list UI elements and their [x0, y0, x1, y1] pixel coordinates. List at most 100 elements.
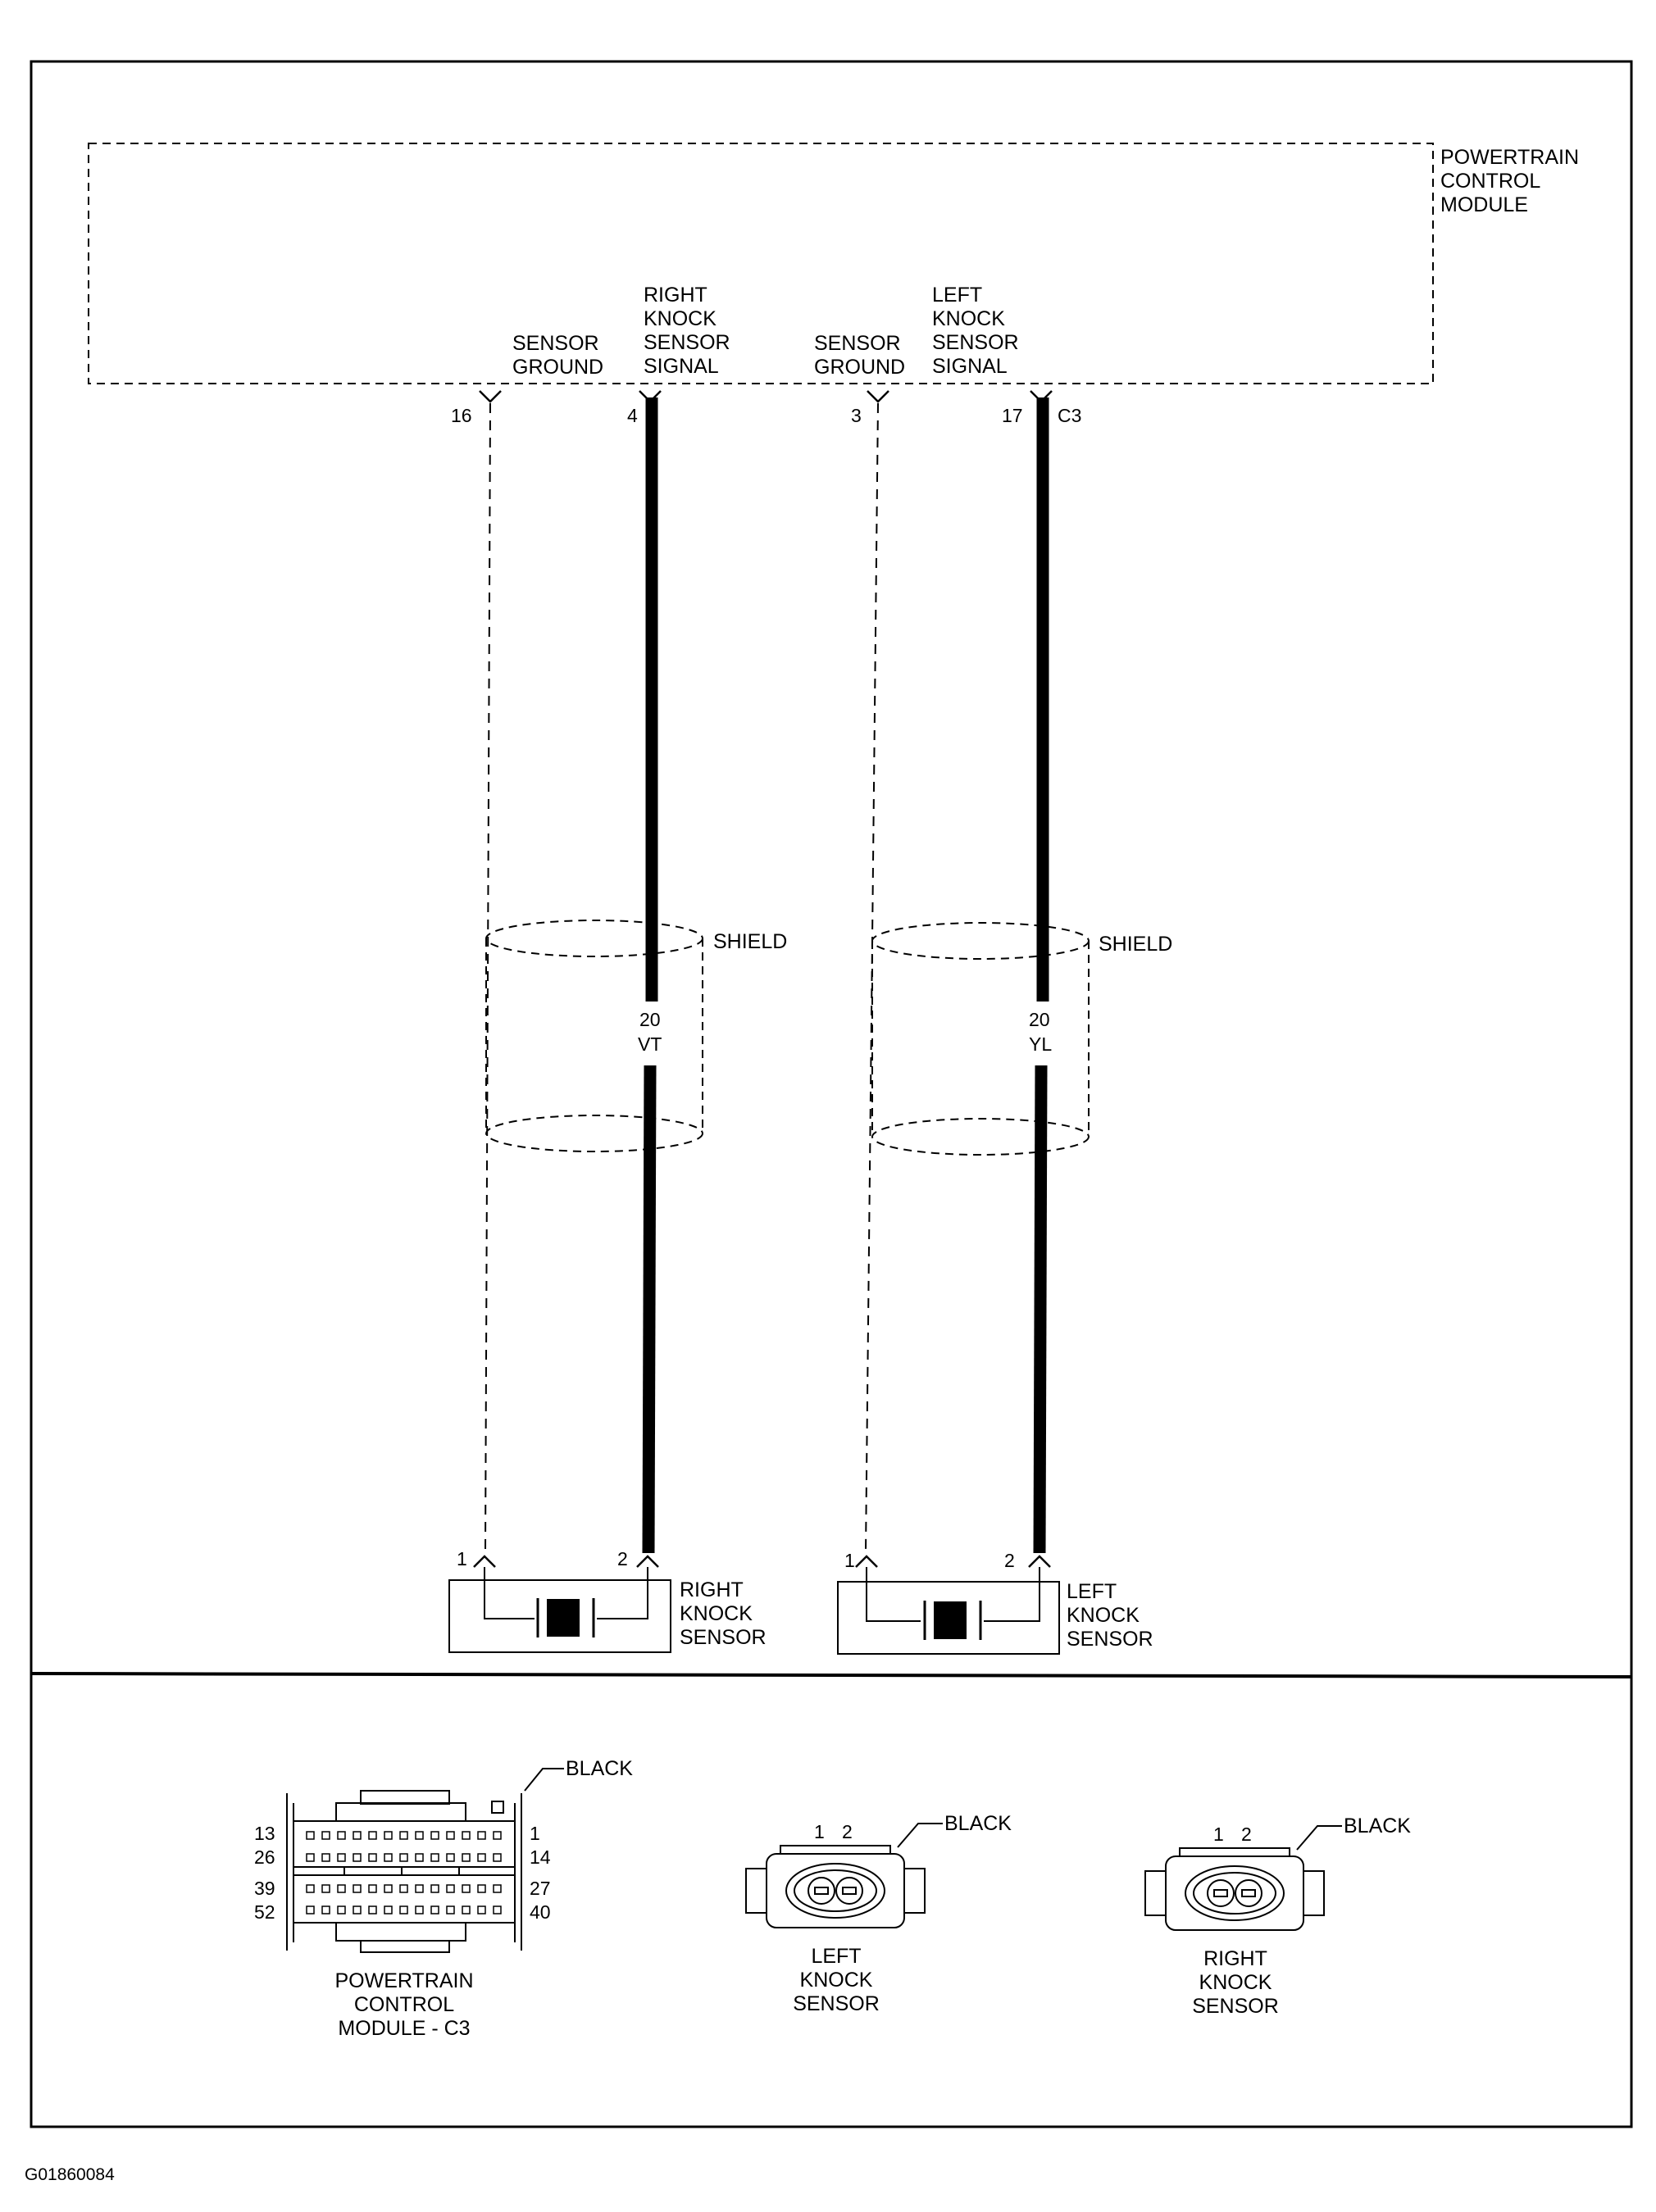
pcm-c3-right-pin-numbers: 1 14 27 40: [530, 1823, 551, 1923]
pcm-c3-connector-view: [286, 1790, 522, 1953]
pin-cavity: [306, 1853, 315, 1862]
pin-cavity: [337, 1905, 346, 1914]
pcm-pin-number-4: 4: [627, 405, 638, 426]
pin-cavity: [399, 1853, 408, 1862]
pcm-c3-pin-cavities: [306, 1831, 502, 1914]
pin-cavity: [462, 1853, 471, 1862]
svg-text:SENSOR: SENSOR: [644, 331, 730, 354]
pin-cavity: [462, 1831, 471, 1840]
svg-text:KNOCK: KNOCK: [680, 1602, 753, 1625]
pin-cavity: [353, 1831, 362, 1840]
svg-text:CONTROL: CONTROL: [354, 1993, 454, 2016]
pin-cavity: [399, 1884, 408, 1893]
pin-cavity: [399, 1905, 408, 1914]
pin-cavity: [384, 1905, 393, 1914]
figure-id: G01860084: [25, 2165, 115, 2184]
left-sensor-pin-2: 2: [1004, 1550, 1015, 1571]
svg-text:SIGNAL: SIGNAL: [932, 355, 1008, 378]
pin-cavity: [321, 1884, 330, 1893]
right-sensor-pin-1: 1: [457, 1548, 467, 1569]
pin-cavity: [446, 1831, 455, 1840]
svg-text:SENSOR: SENSOR: [512, 332, 599, 355]
left-sensor-pin-1: 1: [844, 1550, 855, 1571]
left-knock-sensor-connector-view: [745, 1845, 926, 1928]
pin-cavity: [446, 1884, 455, 1893]
pcm-pin-number-17: 17: [1002, 405, 1023, 426]
svg-text:KNOCK: KNOCK: [1067, 1604, 1140, 1627]
svg-text:KNOCK: KNOCK: [1199, 1971, 1272, 1994]
svg-text:LEFT: LEFT: [932, 284, 982, 307]
svg-text:SENSOR: SENSOR: [1192, 1995, 1279, 2018]
shield-left: [871, 922, 1090, 1156]
right-ks-connector-pin-1: 1: [1213, 1824, 1224, 1845]
pcm-c3-color-leader: [524, 1768, 564, 1792]
shield-left-label: SHIELD: [1099, 933, 1172, 956]
left-ks-connector-name: LEFT KNOCK SENSOR: [793, 1945, 880, 2015]
right-wire-gauge: 20: [639, 1009, 661, 1030]
right-ks-connector-name: RIGHT KNOCK SENSOR: [1192, 1947, 1279, 2018]
right-ks-color-leader: [1296, 1825, 1342, 1851]
pin-cavity: [321, 1831, 330, 1840]
pin-cavity: [477, 1853, 486, 1862]
pin-cavity: [368, 1905, 377, 1914]
pcm-pin-number-16: 16: [451, 405, 472, 426]
pin-cavity: [353, 1853, 362, 1862]
svg-text:GROUND: GROUND: [814, 356, 905, 379]
pin-cavity: [415, 1853, 424, 1862]
svg-text:MODULE - C3: MODULE - C3: [338, 2017, 470, 2040]
svg-text:52: 52: [254, 1901, 275, 1923]
svg-text:RIGHT: RIGHT: [680, 1578, 744, 1601]
shield-right: [485, 920, 703, 1152]
pin-cavity: [337, 1884, 346, 1893]
svg-text:14: 14: [530, 1846, 551, 1868]
pin-cavity: [415, 1905, 424, 1914]
pin-cavity: [430, 1905, 439, 1914]
right-knock-sensor-symbol: [448, 1567, 671, 1653]
pin-cavity: [306, 1884, 315, 1893]
svg-text:POWERTRAIN: POWERTRAIN: [1440, 146, 1579, 169]
pin-cavity: [462, 1905, 471, 1914]
pin-cavity: [306, 1905, 315, 1914]
pin-cavity: [337, 1853, 346, 1862]
svg-text:KNOCK: KNOCK: [800, 1969, 873, 1992]
svg-text:LEFT: LEFT: [1067, 1580, 1117, 1603]
pin-cavity: [477, 1905, 486, 1914]
left-ks-color-label: BLACK: [944, 1812, 1012, 1835]
svg-text:SENSOR: SENSOR: [814, 332, 901, 355]
pin-cavity: [430, 1884, 439, 1893]
right-knock-sensor-connector-view: [1144, 1847, 1325, 1931]
svg-text:SENSOR: SENSOR: [680, 1626, 767, 1649]
svg-text:SENSOR: SENSOR: [932, 331, 1019, 354]
sensor-ground-wire-right: [485, 402, 491, 1554]
right-wire-color: VT: [638, 1033, 662, 1055]
left-knock-signal-wire-bottom: [1033, 1065, 1048, 1554]
sensor-pin-chevrons: [473, 1555, 1051, 1568]
pcm-pin-17-label: LEFT KNOCK SENSOR SIGNAL: [932, 284, 1019, 378]
shield-right-label: SHIELD: [713, 930, 787, 953]
left-wire-color: YL: [1029, 1033, 1052, 1055]
pin-cavity: [415, 1884, 424, 1893]
pcm-c3-color-label: BLACK: [566, 1757, 633, 1780]
svg-text:RIGHT: RIGHT: [1203, 1947, 1267, 1970]
pcm-pin-4-label: RIGHT KNOCK SENSOR SIGNAL: [644, 284, 730, 378]
section-divider: [30, 1672, 1632, 1678]
pin-cavity: [384, 1853, 393, 1862]
pcm-pin-16-label: SENSOR GROUND: [512, 332, 603, 379]
svg-text:CONTROL: CONTROL: [1440, 170, 1540, 193]
svg-text:27: 27: [530, 1878, 551, 1899]
pin-cavity: [462, 1884, 471, 1893]
pin-cavity: [399, 1831, 408, 1840]
pin-cavity: [430, 1853, 439, 1862]
pcm-connector-c3-label: C3: [1058, 405, 1081, 426]
svg-text:26: 26: [254, 1846, 275, 1868]
pin-cavity: [477, 1831, 486, 1840]
right-ks-color-label: BLACK: [1344, 1815, 1411, 1837]
pin-cavity: [430, 1831, 439, 1840]
pcm-c3-left-pin-numbers: 13 26 39 52: [254, 1823, 275, 1923]
pin-cavity: [477, 1884, 486, 1893]
pin-cavity: [384, 1884, 393, 1893]
right-sensor-pin-2: 2: [617, 1548, 628, 1569]
left-knock-sensor-label: LEFT KNOCK SENSOR: [1067, 1580, 1153, 1651]
pin-cavity: [493, 1905, 502, 1914]
pin-cavity: [368, 1853, 377, 1862]
